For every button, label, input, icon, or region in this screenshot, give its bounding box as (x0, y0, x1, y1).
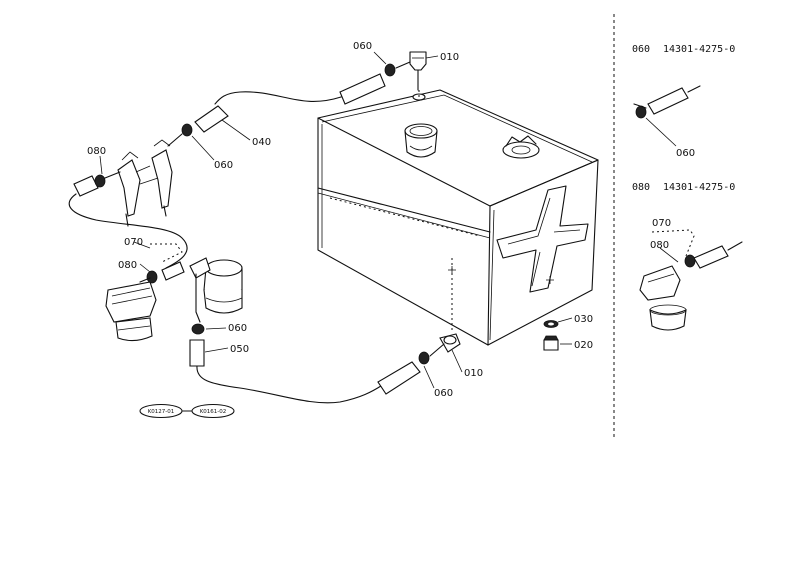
reference-badge-2: K0161-02 (200, 409, 227, 415)
callout-080-left: 080 (87, 146, 106, 157)
inset-clamp-080-detail (639, 229, 743, 331)
drain-plug-020 (543, 335, 559, 351)
callout-060-mid: 060 (214, 160, 233, 171)
callout-020: 020 (574, 340, 593, 351)
callout-060-inset: 060 (676, 148, 695, 159)
injector-assembly (68, 139, 188, 269)
callout-010-bottom: 010 (464, 368, 483, 379)
fuel-tank (317, 89, 599, 346)
callout-030: 030 (574, 314, 593, 325)
callout-leaders (99, 51, 573, 389)
tank-top-fitting-010 (409, 51, 427, 98)
callout-040: 040 (252, 137, 271, 148)
parts-table-row-1-part-no: 14301-4275-0 (663, 44, 735, 55)
callout-010-top: 010 (440, 52, 459, 63)
callout-070-left: 070 (124, 237, 143, 248)
callout-060-bottom: 060 (434, 388, 453, 399)
reference-badge-1: K0127-01 (148, 409, 175, 415)
callout-060-lower: 060 (228, 323, 247, 334)
callout-080-inset: 080 (650, 240, 669, 251)
upper-fuel-hose (167, 61, 411, 147)
callout-060-top: 060 (353, 41, 372, 52)
inset-clamp-060-detail (633, 85, 701, 147)
callout-080-mid: 080 (118, 260, 137, 271)
drain-washer-030 (543, 320, 559, 328)
reference-badges (139, 403, 235, 419)
lower-fuel-hose (377, 343, 445, 395)
parts-table-row-2-ref: 080 (632, 182, 650, 193)
callout-070-inset: 070 (652, 218, 671, 229)
fuel-filter-center (189, 257, 385, 404)
tank-bottom-fitting-010 (439, 333, 461, 353)
callout-050: 050 (230, 344, 249, 355)
parts-table-row-2-part-no: 14301-4275-0 (663, 182, 735, 193)
parts-table-row-1-ref: 060 (632, 44, 650, 55)
fuel-filter-left (105, 243, 185, 342)
